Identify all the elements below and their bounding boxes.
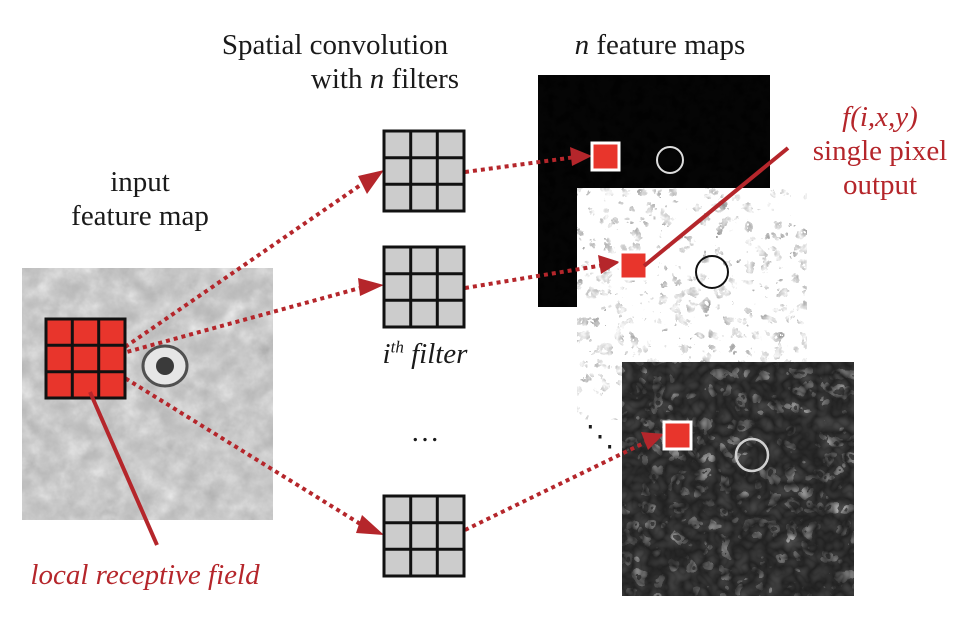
arrowheads <box>356 147 664 535</box>
maps-text: feature maps <box>589 29 746 61</box>
dotted-arrows <box>110 155 649 532</box>
input-line-2: feature map <box>71 200 209 232</box>
arrowhead <box>356 515 384 535</box>
receptive-leader-line <box>88 391 159 546</box>
input-feature-map-label: input feature map <box>40 165 240 233</box>
output-pixel-map-1 <box>590 141 621 172</box>
ith-filter-label: ith filter <box>350 337 500 371</box>
filter-1 <box>382 129 466 213</box>
arrow-filter-1-to-map-1 <box>464 155 577 174</box>
output-function: f(i,x,y) <box>790 100 970 134</box>
filter-n <box>382 494 466 578</box>
feature-maps-label: n feature maps <box>540 28 780 62</box>
spatial-convolution-label: Spatial convolution with n filters <box>190 28 480 96</box>
input-line-1: input <box>110 166 170 198</box>
maps-n: n <box>574 29 590 61</box>
arrowhead <box>598 255 620 274</box>
arrow-input-to-filter-1 <box>110 182 364 358</box>
single-pixel-output-label: f(i,x,y) single pixel output <box>790 100 970 202</box>
arrowhead <box>570 147 592 166</box>
ith-i: i <box>382 338 391 370</box>
local-receptive-field-label: local receptive field <box>30 559 260 591</box>
spatial-line-2: with n filters <box>190 62 480 96</box>
receptive-field-grid <box>44 317 127 400</box>
arrowhead <box>358 278 384 296</box>
maps-ellipsis: ⋱ <box>585 421 615 453</box>
arrow-input-to-filter-2 <box>111 286 361 358</box>
arrowhead <box>358 170 384 194</box>
filter-ellipsis: … <box>410 416 440 448</box>
spatial-line-1: Spatial convolution <box>221 29 449 61</box>
spatial-with: with <box>310 63 370 95</box>
filter-i <box>382 245 466 329</box>
arrow-input-to-filter-3 <box>110 368 364 527</box>
ith-filter-text: filter <box>403 338 468 370</box>
output-pixel-map-2 <box>618 250 649 281</box>
spatial-n: n <box>369 63 385 95</box>
output-line-3: output <box>842 169 918 201</box>
output-pixels <box>590 141 693 451</box>
output-pixel-map-3 <box>662 420 693 451</box>
output-leader-line <box>642 146 790 268</box>
spatial-filters: filters <box>384 63 460 95</box>
output-f: f <box>842 101 851 133</box>
owl-edge-map-texture <box>622 362 854 596</box>
arrow-filter-3-to-map-3 <box>464 439 649 532</box>
ith-sup: th <box>390 337 404 357</box>
output-line-2: single pixel <box>812 135 948 167</box>
arrowhead <box>641 432 664 450</box>
output-args: (i,x,y) <box>850 101 918 133</box>
